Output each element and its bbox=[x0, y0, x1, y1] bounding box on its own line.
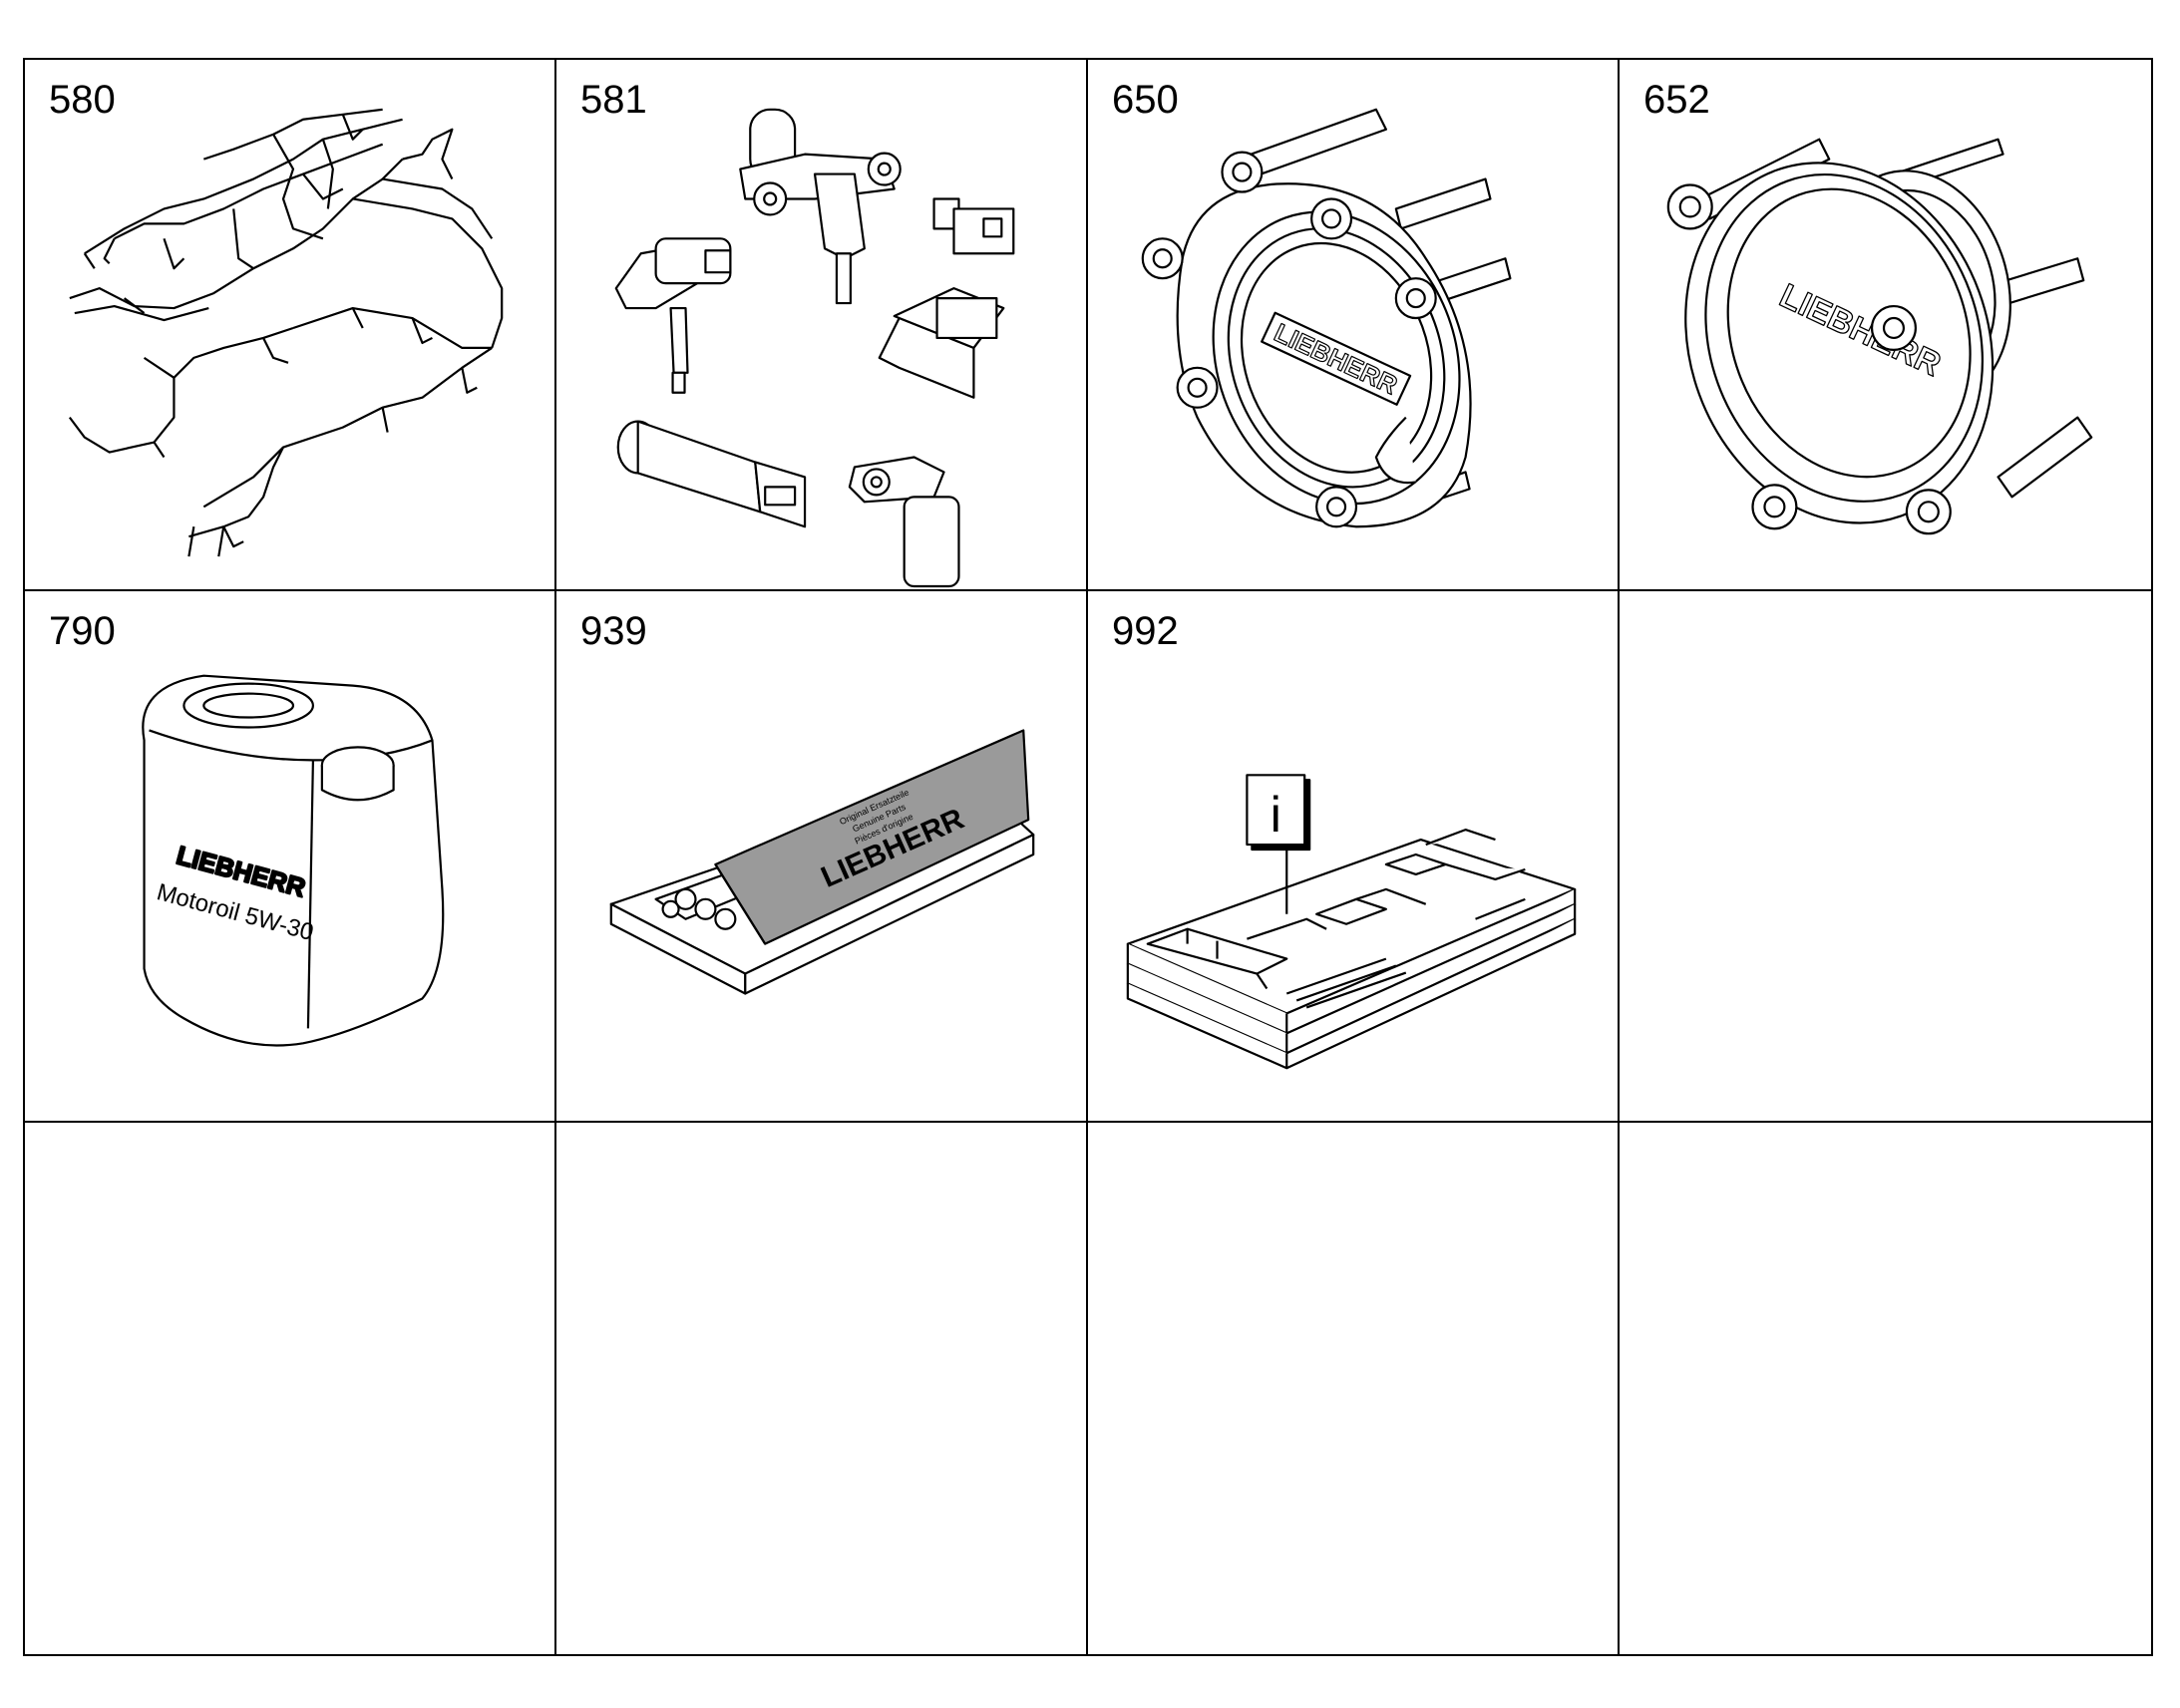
item-number: 992 bbox=[1112, 609, 1179, 653]
grid-cell-empty bbox=[556, 1123, 1088, 1654]
grid-cell-empty bbox=[1088, 1123, 1620, 1654]
grid-cell-652[interactable]: 652 LIEBHERR bbox=[1620, 60, 2151, 591]
item-number: 580 bbox=[49, 78, 116, 122]
grid-cell-992[interactable]: 992 i bbox=[1088, 591, 1620, 1123]
flange-housing-illustration: LIEBHERR bbox=[1620, 60, 2151, 589]
grid-cell-empty bbox=[25, 1123, 556, 1654]
item-number: 581 bbox=[580, 78, 647, 122]
grid-cell-939[interactable]: 939 LIEBHERR Original Ersatzteile Genuin… bbox=[556, 591, 1088, 1123]
grid-cell-empty bbox=[1620, 1123, 2151, 1654]
item-number: 650 bbox=[1112, 78, 1179, 122]
grid-cell-580[interactable]: 580 bbox=[25, 60, 556, 591]
grid-cell-650[interactable]: 650 LIEBHERR bbox=[1088, 60, 1620, 591]
sensors-illustration bbox=[556, 60, 1086, 589]
parts-grid: 580 bbox=[23, 58, 2153, 1656]
parts-kit-illustration: LIEBHERR Original Ersatzteile Genuine Pa… bbox=[556, 591, 1086, 1121]
documentation-illustration: i bbox=[1088, 591, 1618, 1121]
oil-canister-illustration: LIEBHERR Motoroil 5W-30 bbox=[25, 591, 554, 1121]
item-number: 652 bbox=[1643, 78, 1710, 122]
item-number: 939 bbox=[580, 609, 647, 653]
wiring-harness-illustration bbox=[25, 60, 554, 589]
item-number: 790 bbox=[49, 609, 116, 653]
grid-cell-581[interactable]: 581 bbox=[556, 60, 1088, 591]
info-icon: i bbox=[1271, 787, 1281, 843]
flange-cover-illustration: LIEBHERR bbox=[1088, 60, 1618, 589]
grid-cell-790[interactable]: 790 LIEBHERR Motoroil 5W-30 bbox=[25, 591, 556, 1123]
grid-cell-empty bbox=[1620, 591, 2151, 1123]
